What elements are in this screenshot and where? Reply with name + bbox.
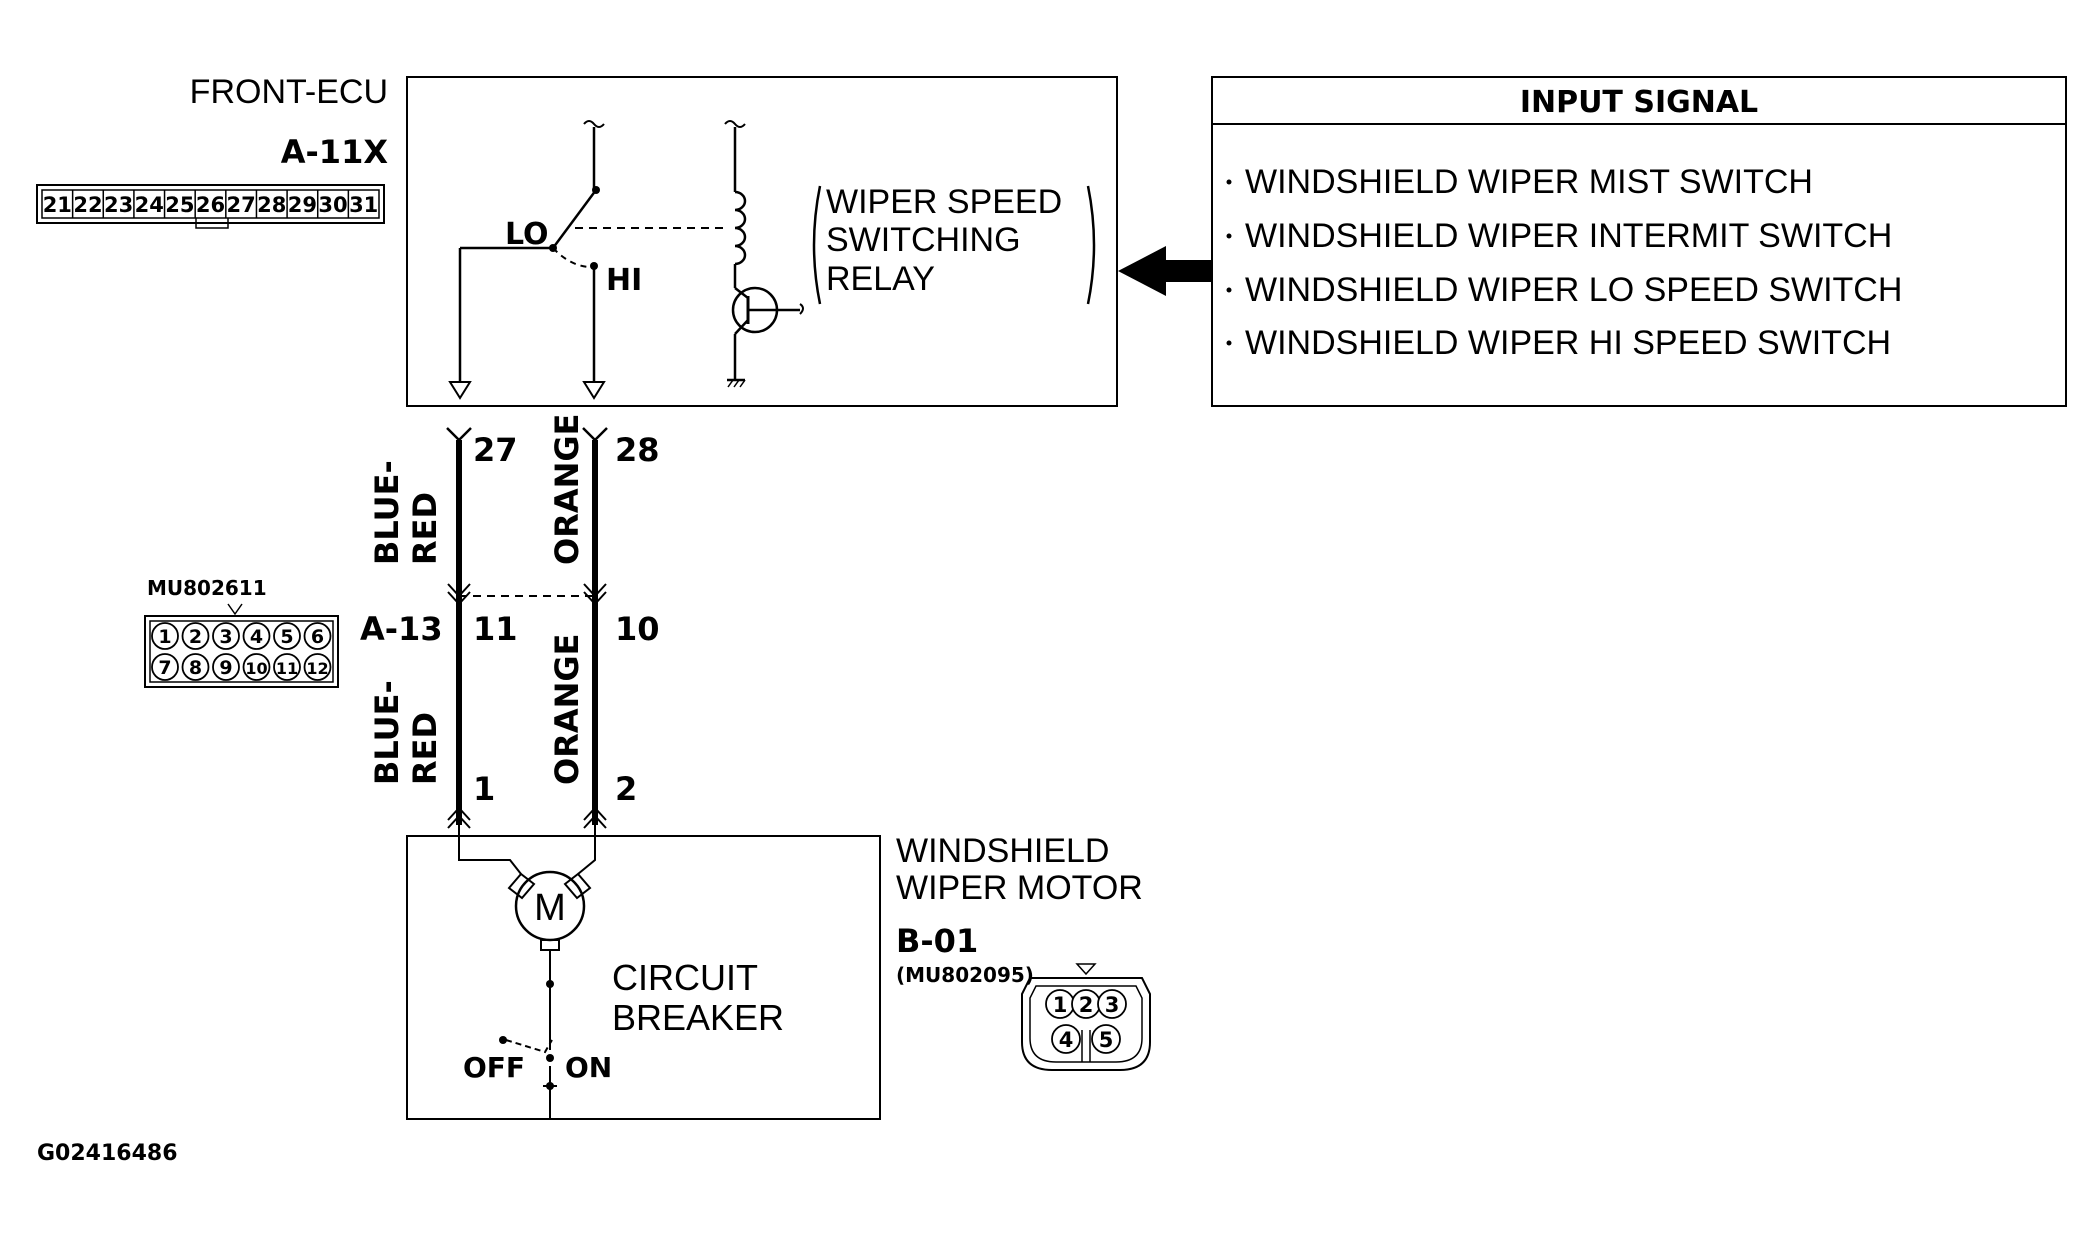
wire-color-top-right: ORANGE <box>548 413 586 565</box>
pin-11: 11 <box>473 610 518 648</box>
pin-27: 27 <box>473 431 518 469</box>
mid-connector-pin: 7 <box>158 657 171 679</box>
motor-box <box>406 835 881 1120</box>
mid-connector-pin-circle <box>212 653 240 681</box>
ecu-connector-pin: 24 <box>135 193 164 217</box>
relay-paren-right <box>1086 185 1096 305</box>
input-signal-item: WINDSHIELD WIPER LO SPEED SWITCH <box>1245 271 1902 309</box>
mid-connector-pin-circle <box>151 653 179 681</box>
relay-label-line1: WIPER SPEED <box>826 183 1062 221</box>
mid-connector-pin-circle <box>273 653 301 681</box>
ecu-connector-pin: 29 <box>288 193 317 217</box>
relay-label-line2: SWITCHING <box>826 221 1021 259</box>
input-signal-item: WINDSHIELD WIPER HI SPEED SWITCH <box>1245 324 1891 362</box>
motor-title-line1: WINDSHIELD <box>896 832 1109 870</box>
relay-label-line3: RELAY <box>826 260 935 298</box>
pin-1: 1 <box>473 770 495 808</box>
pin-10: 10 <box>615 610 660 648</box>
relay-coil <box>724 120 747 288</box>
wire-color-top-left-1: BLUE- <box>368 460 406 565</box>
relay-paren-left <box>812 185 822 305</box>
signal-arrow <box>1118 246 1212 296</box>
front-ecu-box <box>406 76 1118 407</box>
ecu-connector-pin: 22 <box>73 193 102 217</box>
motor-connector-pin: 3 <box>1105 993 1120 1017</box>
mid-connector-pin: 4 <box>250 626 263 648</box>
wire-color-bottom-left-2: RED <box>406 712 444 785</box>
mid-connector-pin: 5 <box>280 626 293 648</box>
mid-connector-id: A-13 <box>360 610 443 648</box>
mid-connector-pin: 9 <box>219 657 232 679</box>
motor-connector-part: (MU802095) <box>896 963 1034 987</box>
motor-connector-pin: 1 <box>1053 993 1068 1017</box>
motor-internals: M <box>458 825 596 1120</box>
pin-28: 28 <box>615 431 660 469</box>
ecu-connector-pin: 28 <box>257 193 286 217</box>
motor-connector-chevrons <box>447 806 607 829</box>
ecu-connector-pin: 27 <box>227 193 256 217</box>
mid-connector-pin: 2 <box>189 626 202 648</box>
mid-connector-pin-circle <box>242 653 271 681</box>
lo-label: LO <box>505 217 549 252</box>
breaker-label-line1: CIRCUIT <box>612 957 758 998</box>
mid-connector-pin-circle <box>303 653 332 681</box>
input-signal-item: WINDSHIELD WIPER INTERMIT SWITCH <box>1245 217 1892 255</box>
motor-connector-pin: 5 <box>1099 1028 1114 1052</box>
ecu-connector-pin: 25 <box>165 193 194 217</box>
input-signal-item: WINDSHIELD WIPER MIST SWITCH <box>1245 163 1813 201</box>
ecu-connector-pin: 23 <box>104 193 133 217</box>
motor-connector-id: B-01 <box>896 922 978 960</box>
motor-connector-pin-circle <box>1051 1024 1081 1054</box>
ecu-connector-pin: 26 <box>196 193 225 217</box>
relay-transistor <box>727 286 804 388</box>
mid-connector-pin-circle <box>242 622 271 650</box>
mid-connector-pin: 6 <box>311 626 324 648</box>
relay-switch: LO HI <box>448 120 725 400</box>
mid-connector-pin-circle <box>181 622 210 650</box>
motor-connector-pin-circle <box>1091 1024 1121 1054</box>
mid-connector-pin: 10 <box>245 659 267 678</box>
hi-label: HI <box>606 263 642 298</box>
front-ecu-title: FRONT-ECU <box>190 73 388 111</box>
mid-connector-pin-circle <box>212 622 240 650</box>
wire-blue-red <box>446 427 472 825</box>
figure-id: G02416486 <box>37 1141 178 1166</box>
wire-color-top-left-2: RED <box>406 492 444 565</box>
motor-connector-pin-circle <box>1097 989 1127 1019</box>
wire-color-bottom-left-1: BLUE- <box>368 680 406 785</box>
motor-connector-pin: 2 <box>1079 993 1094 1017</box>
on-label: ON <box>565 1051 612 1084</box>
mid-connector-pin: 3 <box>219 626 232 648</box>
off-label: OFF <box>463 1051 525 1084</box>
input-signal-title: INPUT SIGNAL <box>1520 85 1758 120</box>
mid-connector-part: MU802611 <box>147 576 267 600</box>
breaker-label-line2: BREAKER <box>612 997 784 1038</box>
input-signal-list: WINDSHIELD WIPER MIST SWITCH WINDSHIELD … <box>1226 163 1902 362</box>
ecu-connector-pin: 31 <box>349 193 378 217</box>
mid-connector-pin: 12 <box>306 659 328 678</box>
front-ecu-connector-id: A-11X <box>281 133 389 171</box>
mid-connector-pin-circle <box>273 622 301 650</box>
mid-connector-pin: 8 <box>189 657 202 679</box>
pin-2: 2 <box>615 770 637 808</box>
wire-color-bottom-right: ORANGE <box>548 633 586 785</box>
ecu-connector-pin: 21 <box>43 193 72 217</box>
input-signal-box <box>1211 76 2067 407</box>
motor-connector-pin: 4 <box>1059 1028 1074 1052</box>
motor-letter: M <box>534 887 566 929</box>
ecu-connector-pin: 30 <box>318 193 347 217</box>
mid-connector-chevrons <box>447 583 607 606</box>
mid-connector-pin-circle <box>181 653 210 681</box>
wire-orange <box>582 427 608 825</box>
mid-connector-pin: 11 <box>276 659 298 678</box>
mid-connector-pin: 1 <box>158 626 171 648</box>
mid-connector-pin-circle <box>303 622 332 650</box>
motor-title-line2: WIPER MOTOR <box>896 869 1143 907</box>
mid-connector-pin-circle <box>151 622 179 650</box>
